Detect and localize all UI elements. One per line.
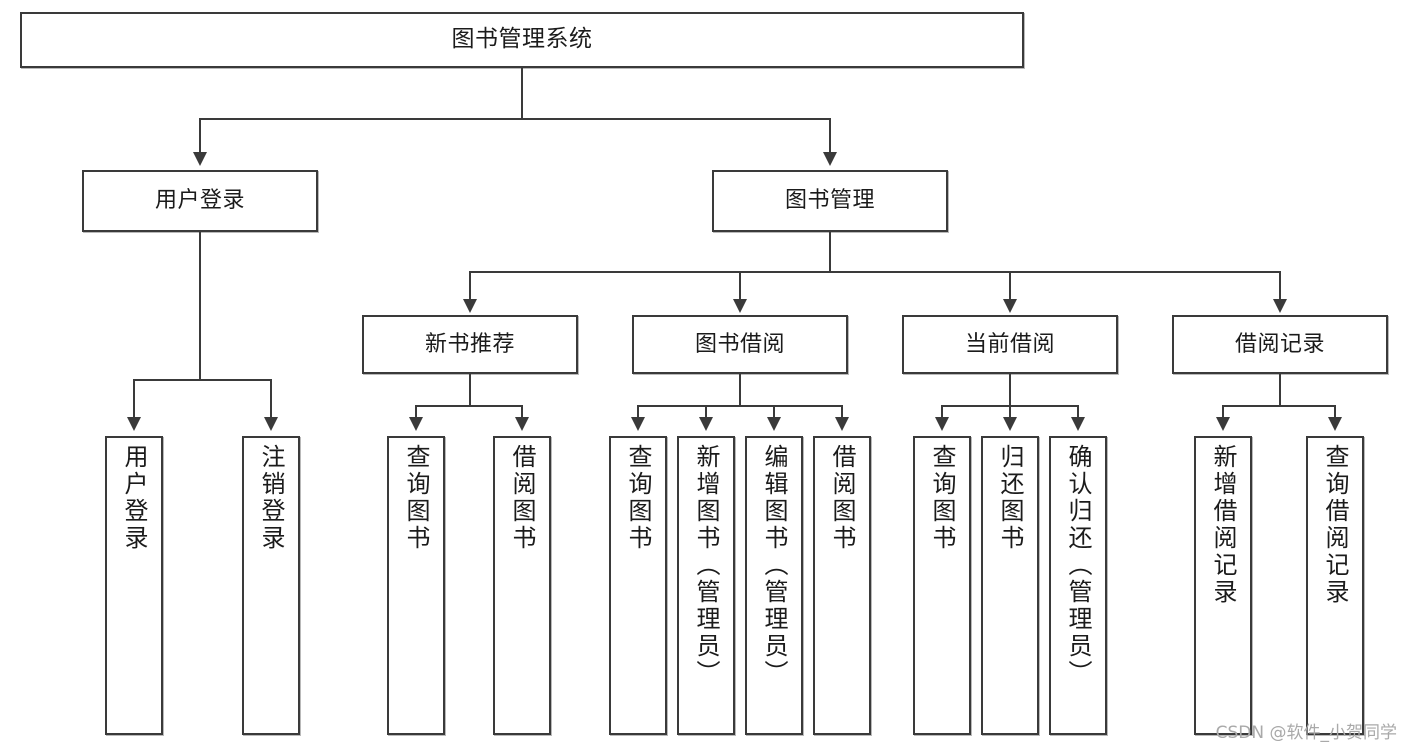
node-label: 注销登录	[257, 444, 285, 552]
connector-borrow-drop-1	[637, 405, 639, 419]
leaf-logout[interactable]: 注销登录	[242, 436, 300, 735]
node-label: 编辑图书（管理员）	[760, 444, 788, 687]
leaf-borrow-borrow-book[interactable]: 借阅图书	[813, 436, 871, 735]
arrowhead-leaf-user-login	[127, 417, 141, 431]
node-root-system[interactable]: 图书管理系统	[20, 12, 1024, 68]
arrowhead-new-book-recommend	[463, 299, 477, 313]
node-label: 新书推荐	[424, 331, 515, 357]
arrowhead-leaf-logout	[264, 417, 278, 431]
arrowhead-current-leaf-2	[1003, 417, 1017, 431]
node-label: 图书借阅	[694, 331, 785, 357]
connector-recommend-bus	[415, 405, 523, 407]
arrowhead-record-leaf-2	[1328, 417, 1342, 431]
leaf-recommend-borrow-book[interactable]: 借阅图书	[493, 436, 551, 735]
connector-borrow-stem	[739, 374, 741, 406]
connector-recommend-drop-1	[415, 405, 417, 419]
arrowhead-book-manage	[823, 152, 837, 166]
arrowhead-recommend-leaf-2	[515, 417, 529, 431]
connector-borrow-bus	[637, 405, 843, 407]
connector-to-user-login	[199, 118, 201, 154]
node-label: 查询图书	[928, 444, 956, 552]
node-user-login[interactable]: 用户登录	[82, 170, 318, 232]
connector-root-stem	[521, 68, 523, 119]
connector-level3-bus	[469, 271, 1281, 273]
connector-level3-drop-3	[1009, 271, 1011, 302]
node-label: 查询图书	[624, 444, 652, 552]
node-book-borrow[interactable]: 图书借阅	[632, 315, 848, 374]
connector-record-drop-1	[1222, 405, 1224, 419]
connector-user-login-drop-1	[133, 379, 135, 419]
arrowhead-current-borrow	[1003, 299, 1017, 313]
node-label: 图书管理系统	[451, 26, 593, 53]
connector-record-drop-2	[1334, 405, 1336, 419]
leaf-current-confirm-return-admin[interactable]: 确认归还（管理员）	[1049, 436, 1107, 735]
node-current-borrow[interactable]: 当前借阅	[902, 315, 1118, 374]
connector-borrow-drop-4	[841, 405, 843, 419]
connector-level3-drop-1	[469, 271, 471, 302]
leaf-record-add-borrow-record[interactable]: 新增借阅记录	[1194, 436, 1252, 735]
connector-current-stem	[1009, 374, 1011, 406]
node-label: 用户登录	[154, 188, 245, 214]
connector-level3-drop-4	[1279, 271, 1281, 302]
arrowhead-borrow-leaf-4	[835, 417, 849, 431]
arrowhead-recommend-leaf-1	[409, 417, 423, 431]
arrowhead-user-login	[193, 152, 207, 166]
connector-book-manage-stem	[829, 232, 831, 272]
leaf-borrow-query-book[interactable]: 查询图书	[609, 436, 667, 735]
node-label: 归还图书	[996, 444, 1024, 552]
arrowhead-borrow-record	[1273, 299, 1287, 313]
connector-level3-drop-2	[739, 271, 741, 302]
connector-current-drop-2	[1009, 405, 1011, 419]
node-label: 查询图书	[402, 444, 430, 552]
node-new-book-recommend[interactable]: 新书推荐	[362, 315, 578, 374]
connector-record-stem	[1279, 374, 1281, 406]
connector-borrow-drop-3	[773, 405, 775, 419]
arrowhead-borrow-leaf-3	[767, 417, 781, 431]
node-label: 图书管理	[784, 188, 875, 214]
arrowhead-record-leaf-1	[1216, 417, 1230, 431]
node-label: 新增图书（管理员）	[692, 444, 720, 687]
leaf-user-login[interactable]: 用户登录	[105, 436, 163, 735]
leaf-borrow-edit-book-admin[interactable]: 编辑图书（管理员）	[745, 436, 803, 735]
node-label: 借阅图书	[508, 444, 536, 552]
connector-recommend-stem	[469, 374, 471, 406]
leaf-current-query-book[interactable]: 查询图书	[913, 436, 971, 735]
connector-user-login-bus	[133, 379, 271, 381]
arrowhead-borrow-leaf-2	[699, 417, 713, 431]
connector-level2-bus	[199, 118, 831, 120]
leaf-record-query-borrow-record[interactable]: 查询借阅记录	[1306, 436, 1364, 735]
leaf-recommend-query-book[interactable]: 查询图书	[387, 436, 445, 735]
leaf-borrow-add-book-admin[interactable]: 新增图书（管理员）	[677, 436, 735, 735]
connector-borrow-drop-2	[705, 405, 707, 419]
arrowhead-current-leaf-1	[935, 417, 949, 431]
node-label: 确认归还（管理员）	[1064, 444, 1092, 687]
connector-recommend-drop-2	[521, 405, 523, 419]
csdn-watermark: CSDN @软件_小贺同学	[1215, 723, 1397, 743]
node-book-management[interactable]: 图书管理	[712, 170, 948, 232]
arrowhead-current-leaf-3	[1071, 417, 1085, 431]
connector-user-login-drop-2	[270, 379, 272, 419]
leaf-current-return-book[interactable]: 归还图书	[981, 436, 1039, 735]
node-label: 用户登录	[120, 444, 148, 552]
node-label: 借阅图书	[828, 444, 856, 552]
node-label: 新增借阅记录	[1209, 444, 1237, 606]
node-label: 借阅记录	[1234, 331, 1325, 357]
connector-to-book-manage	[829, 118, 831, 154]
node-label: 当前借阅	[964, 331, 1055, 357]
connector-record-bus	[1222, 405, 1336, 407]
connector-current-drop-1	[941, 405, 943, 419]
connector-user-login-stem	[199, 232, 201, 380]
node-borrow-record[interactable]: 借阅记录	[1172, 315, 1388, 374]
arrowhead-book-borrow	[733, 299, 747, 313]
arrowhead-borrow-leaf-1	[631, 417, 645, 431]
node-label: 查询借阅记录	[1321, 444, 1349, 606]
connector-current-drop-3	[1077, 405, 1079, 419]
